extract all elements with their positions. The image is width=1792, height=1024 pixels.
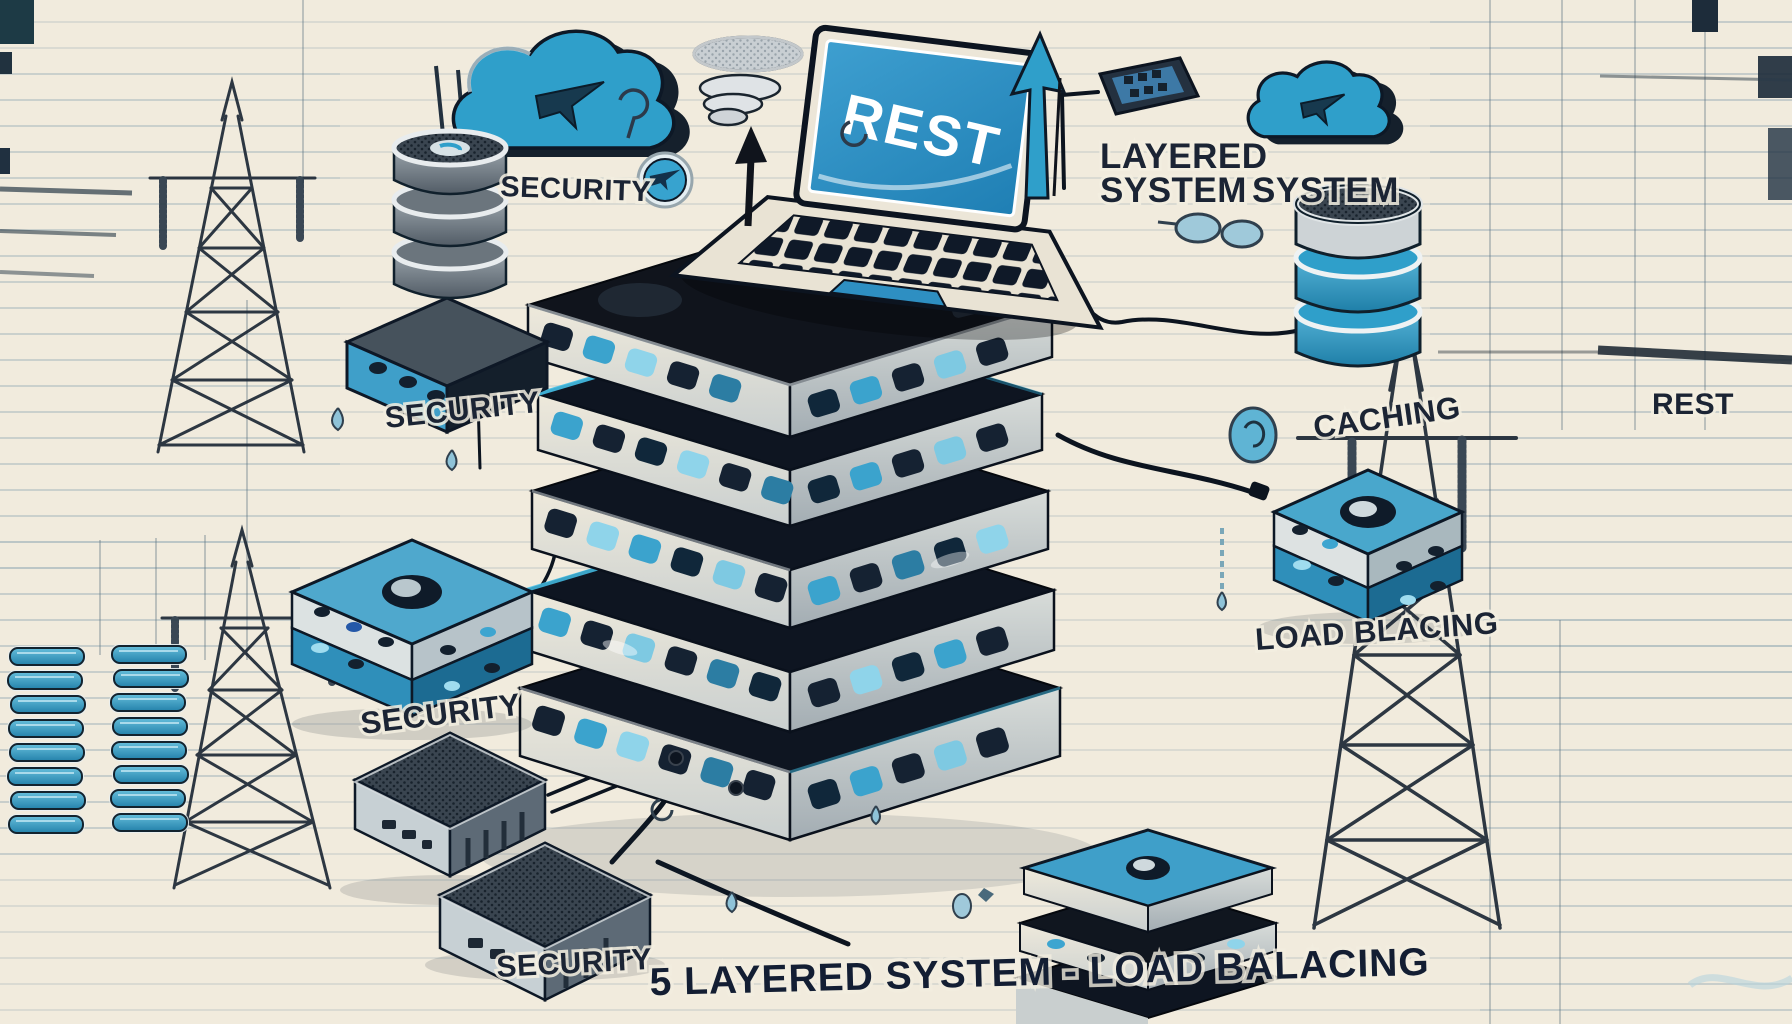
ink-accents — [0, 0, 1792, 365]
system-label: SYSTEM — [1252, 171, 1399, 210]
grid-marks — [99, 0, 1706, 1024]
database-stack-right-icon — [1293, 182, 1423, 368]
keyboard — [739, 215, 1058, 301]
security-cloud-label: SECURITY — [500, 171, 652, 208]
layered-system-label-line2: SYSTEM — [1100, 171, 1247, 210]
server-box-security-icon — [288, 538, 536, 740]
mesh-server-box-2-icon — [425, 841, 665, 1003]
database-stack-left-icon — [343, 128, 551, 435]
cloud-upload-left-icon — [451, 29, 690, 157]
splash-doodles — [331, 88, 1792, 990]
paper-plane-badge-icon — [636, 151, 694, 209]
up-arrow-black-icon — [735, 126, 767, 227]
up-arrow-blue-icon — [1009, 30, 1067, 200]
funnel-icon — [692, 35, 804, 127]
layered-system-label-line1: LAYERED — [1100, 137, 1268, 176]
glasses-doodle — [1157, 212, 1264, 249]
database-cylinders — [391, 128, 509, 300]
rest-margin-label: REST — [1652, 388, 1734, 421]
trackpad — [828, 278, 948, 308]
laptop-screen — [807, 39, 1033, 218]
mini-server-stack-icon — [1012, 828, 1284, 1024]
stack-layer-1 — [524, 223, 1056, 439]
server-box-load-balancer-icon — [1258, 468, 1478, 644]
spiral-doodle — [1228, 406, 1278, 464]
layered-server-stack-icon — [480, 223, 1100, 897]
laptop-icon: REST — [668, 24, 1104, 341]
device-chip-icon — [1097, 56, 1201, 116]
transmission-tower-left-top-icon — [148, 76, 317, 454]
